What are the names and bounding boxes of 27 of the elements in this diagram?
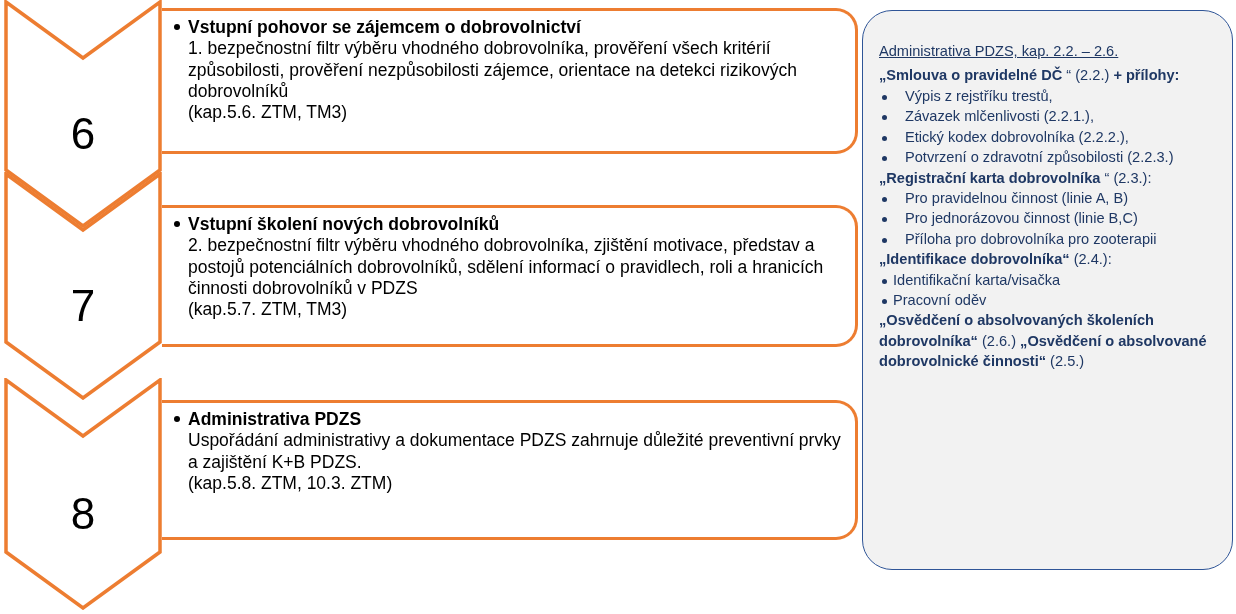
list-item: Výpis z rejstříku trestů, [905, 87, 1053, 104]
bullet-heading: Administrativa PDZS [188, 409, 362, 429]
list-item: Identifikační karta/visačka [893, 271, 1061, 288]
heading-link: Administrativa PDZS, kap. 2.2. – 2.6. [879, 42, 1119, 61]
list-item: Příloha pro dobrovolníka pro zooterapii [905, 230, 1157, 247]
info-panel [862, 10, 1233, 570]
description-text: Uspořádání administrativy a dokumentace PDZS zahrnuje důležité preventivní prvky a zajištění K+B PDZS. [188, 430, 841, 474]
list-item: Pro pravidelnou činnost (linie A, B) [905, 189, 1129, 206]
section-heading: „Smlouva o pravidelné DČ “ (2.2.) + přílohy: [879, 65, 1181, 86]
list-item: Pro jednorázovou činnost (linie B,C) [905, 210, 1138, 227]
description-text: (kap.5.6. ZTM, TM3) [188, 102, 349, 124]
section-heading: „Registrační karta dobrovolníka “ (2.3.): [879, 168, 1153, 188]
list-item: Pracovní oděv [893, 292, 987, 309]
list-item: Závazek mlčenlivosti (2.2.1.), [905, 108, 1094, 125]
section-heading: „Identifikace dobrovolníka“ (2.4.): [879, 250, 1113, 270]
bullet-heading: Vstupní pohovor se zájemcem o dobrovolnictví [188, 17, 581, 37]
step-number: 6 [69, 109, 97, 160]
description-text: 1. bezpečnostní filtr výběru vhodného dobrovolníka, prověření všech kritérií způsobilosti, prověření nezpůsobilosti zájemce, orientace na detekci rizikových dobrovolníků [188, 38, 798, 103]
bullet-heading: Vstupní školení nových dobrovolníků [188, 214, 500, 234]
list-item: Etický kodex dobrovolníka (2.2.2.), [905, 128, 1129, 145]
section-heading: „Osvědčení o absolvovaných školeních dobrovolníka“ (2.6.) „Osvědčení o absolvované dobrovolnické činnosti“ (2.5.) [879, 311, 1208, 372]
list-item: Potvrzení o zdravotní způsobilosti (2.2.3.) [905, 149, 1174, 166]
step-number: 7 [69, 281, 97, 332]
description-text: 2. bezpečnostní filtr výběru vhodného dobrovolníka, zjištění motivace, představ a postojů potenciálních dobrovolníků, sdělení informací o pravidlech, roli a hranicích činnosti dobrovolníků v PDZS [188, 235, 825, 300]
description-text: (kap.5.7. ZTM, TM3) [188, 299, 349, 321]
description-text: (kap.5.8. ZTM, 10.3. ZTM) [188, 473, 394, 495]
step-number: 8 [69, 489, 97, 540]
